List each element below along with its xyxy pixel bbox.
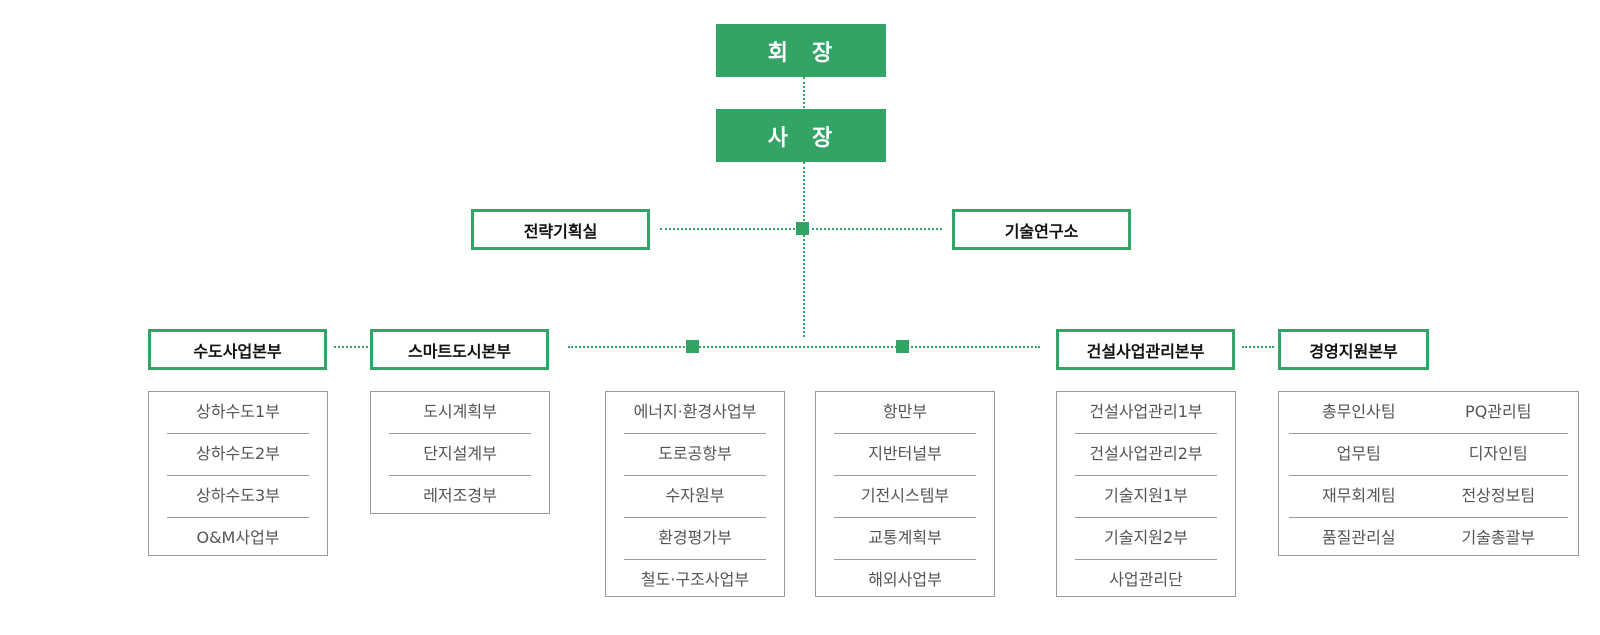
team-item: 상하수도3부 (167, 476, 309, 518)
junction-node-staff (796, 222, 809, 235)
president-title-char: 장 (812, 125, 835, 151)
team-item: 수자원부 (624, 476, 766, 518)
team-item: 에너지·환경사업부 (624, 392, 766, 434)
strategy-planning-office: 전략기획실 (471, 209, 650, 250)
chairman-title-char: 장 (812, 40, 835, 66)
president-box: 사 장 (716, 109, 886, 162)
connector-president-down (803, 162, 805, 337)
connector-staff-left (660, 228, 795, 230)
team-item: 전상정보팀 (1461, 486, 1536, 505)
team-item: 단지설계부 (389, 434, 531, 476)
team-item: 기술총괄부 (1461, 528, 1536, 547)
team-item: 해외사업부 (868, 570, 942, 589)
team-list-management-support: 총무인사팀 PQ관리팀 업무팀 디자인팀 재무회계팀 전상정보팀 품질관리실 기… (1278, 391, 1579, 556)
team-item: 재무회계팀 (1321, 486, 1396, 505)
president-title-char: 사 (767, 125, 790, 151)
team-item: 총무인사팀 (1321, 402, 1396, 421)
connector-staff-right (812, 228, 942, 230)
division-water: 수도사업본부 (148, 329, 327, 370)
junction-node-left (686, 340, 699, 353)
team-row: 재무회계팀 전상정보팀 (1289, 476, 1568, 518)
connector-chairman-president (803, 77, 805, 108)
team-row: 업무팀 디자인팀 (1289, 434, 1568, 476)
team-row: 총무인사팀 PQ관리팀 (1289, 392, 1568, 434)
connector-cm-management (1242, 346, 1274, 348)
technology-research-institute: 기술연구소 (952, 209, 1131, 250)
team-item: PQ관리팀 (1465, 402, 1532, 421)
team-item: 항만부 (834, 392, 976, 434)
chairman-box: 회 장 (716, 24, 886, 77)
team-item: 상하수도2부 (167, 434, 309, 476)
chairman-title-char: 회 (767, 40, 790, 66)
division-management-support: 경영지원본부 (1278, 329, 1429, 370)
team-item: 기술지원2부 (1075, 518, 1217, 560)
team-row: 품질관리실 기술총괄부 (1289, 518, 1568, 559)
team-item: 도로공항부 (624, 434, 766, 476)
team-item: 건설사업관리1부 (1075, 392, 1217, 434)
junction-node-right (896, 340, 909, 353)
team-item: 상하수도1부 (167, 392, 309, 434)
team-list-port-infrastructure: 항만부 지반터널부 기전시스템부 교통계획부 해외사업부 (815, 391, 995, 597)
team-item: 품질관리실 (1321, 528, 1396, 547)
team-item: 레저조경부 (423, 486, 497, 505)
team-item: 도시계획부 (389, 392, 531, 434)
team-list-construction-management: 건설사업관리1부 건설사업관리2부 기술지원1부 기술지원2부 사업관리단 (1056, 391, 1236, 597)
team-list-smart-city: 도시계획부 단지설계부 레저조경부 (370, 391, 550, 514)
team-item: 철도·구조사업부 (640, 570, 750, 589)
team-item: 지반터널부 (834, 434, 976, 476)
connector-water-smartcity (334, 346, 368, 348)
division-smart-city: 스마트도시본부 (370, 329, 549, 370)
team-item: 기술지원1부 (1075, 476, 1217, 518)
team-item: 건설사업관리2부 (1075, 434, 1217, 476)
team-item: 사업관리단 (1109, 570, 1183, 589)
connector-divisions-main (568, 346, 1040, 348)
team-item: 기전시스템부 (834, 476, 976, 518)
team-list-water: 상하수도1부 상하수도2부 상하수도3부 O&M사업부 (148, 391, 328, 556)
team-item: 교통계획부 (834, 518, 976, 560)
team-item: 디자인팀 (1468, 444, 1528, 463)
team-list-energy-environment: 에너지·환경사업부 도로공항부 수자원부 환경평가부 철도·구조사업부 (605, 391, 785, 597)
team-item: 업무팀 (1336, 444, 1381, 463)
team-item: 환경평가부 (624, 518, 766, 560)
team-item: O&M사업부 (196, 528, 280, 547)
division-construction-management: 건설사업관리본부 (1056, 329, 1235, 370)
